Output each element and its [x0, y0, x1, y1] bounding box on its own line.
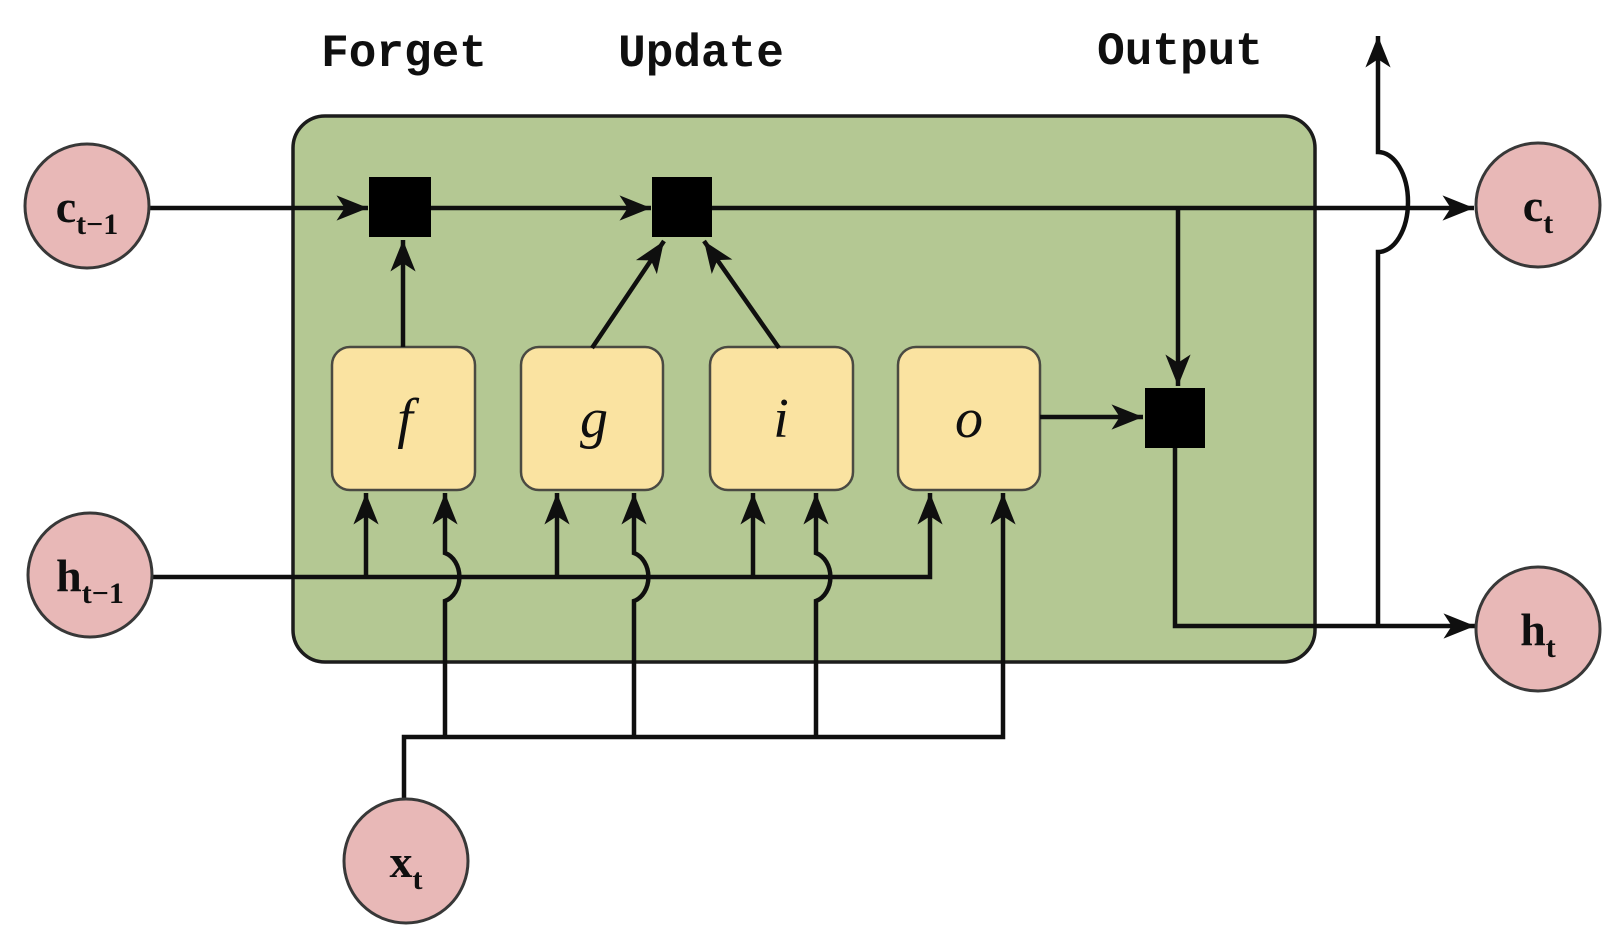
edge-g-to-update-op: [590, 239, 666, 350]
edge-xt-to-g: [621, 493, 651, 737]
node-h-t-sub: t: [1546, 631, 1556, 664]
node-c-prev: [23, 142, 151, 270]
output-op-node: [1145, 388, 1205, 448]
node-c-t-sub: t: [1543, 207, 1553, 240]
node-c-prev-sub: t−1: [76, 208, 118, 241]
node-c-prev-main: c: [56, 181, 76, 232]
forget-op-node: [369, 177, 431, 237]
node-h-prev-sub: t−1: [82, 577, 124, 610]
forget-section-label: Forget: [321, 28, 487, 80]
node-h-prev-main: h: [56, 550, 82, 601]
node-h-t-label: ht: [1520, 604, 1556, 664]
gate-g-label: g: [580, 388, 608, 450]
node-c-t-label: ct: [1523, 180, 1553, 240]
node-c-prev-label: ct−1: [56, 181, 119, 241]
node-x-t: [342, 797, 470, 925]
node-x-t-main: x: [390, 836, 413, 887]
edge-xt-to-f: [432, 493, 462, 737]
update-op-node: [652, 177, 712, 237]
gate-o-label: o: [955, 388, 983, 450]
node-x-t-label: xt: [390, 836, 423, 896]
node-x-t-sub: t: [413, 863, 423, 896]
node-c-t-main: c: [1523, 180, 1543, 231]
node-c-t: [1474, 141, 1602, 269]
update-section-label: Update: [618, 28, 784, 80]
edge-xt-to-i: [803, 493, 833, 737]
edge-ht-branch-up: [1365, 36, 1411, 626]
node-h-t: [1474, 565, 1602, 693]
node-h-t-main: h: [1520, 604, 1546, 655]
node-h-prev-label: ht−1: [56, 550, 124, 610]
gate-i-label: i: [773, 388, 789, 450]
edge-xt-to-o: [401, 493, 1016, 800]
edge-hprev-to-o: [151, 493, 943, 580]
edge-i-to-update-op: [702, 239, 781, 350]
node-h-prev: [26, 511, 154, 639]
output-section-label: Output: [1097, 26, 1263, 78]
edge-output-op-to-ht: [1172, 448, 1475, 639]
gate-i-box: [708, 345, 855, 492]
